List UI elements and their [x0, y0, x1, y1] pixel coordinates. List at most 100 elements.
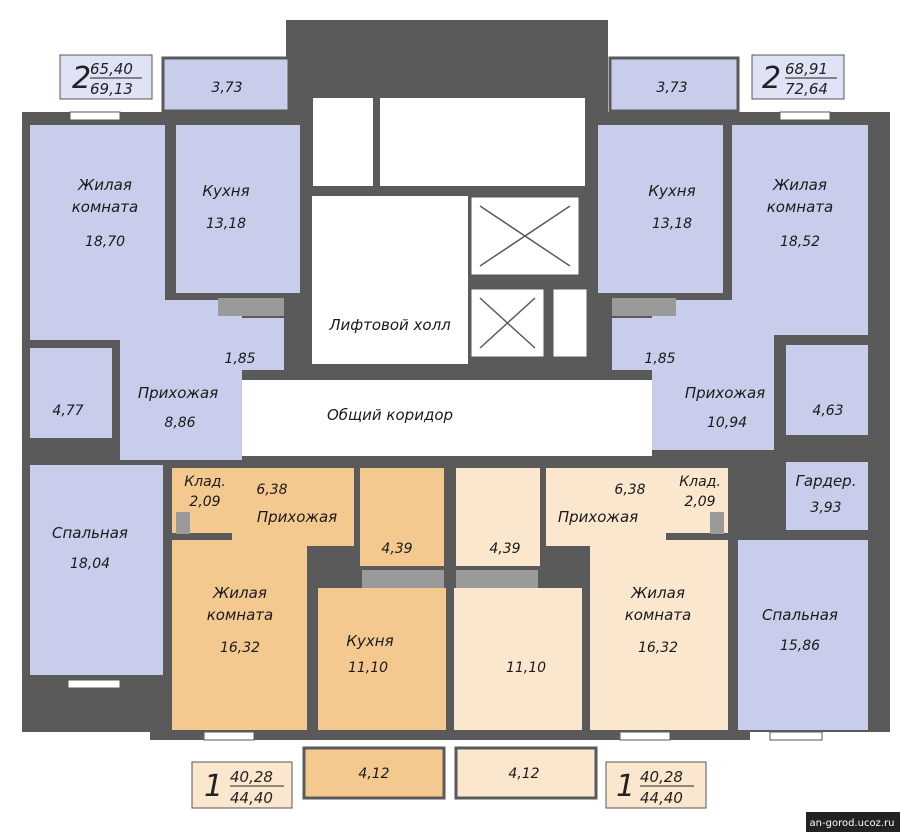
tr-kitchen-area: 13,18 [652, 216, 692, 232]
badge-bottom-left: 1 40,28 44,40 [191, 761, 293, 809]
shaft-small [550, 286, 590, 360]
br-bath-area: 4,39 [489, 541, 520, 557]
tl-wc [218, 318, 284, 370]
tl-living-area: 18,70 [85, 234, 125, 250]
tr-balcony [608, 56, 740, 113]
badge-top-right: 2 68,91 72,64 [751, 54, 845, 100]
br-hall-area: 6,38 [614, 482, 645, 498]
br-kitchen-area: 11,10 [506, 660, 546, 676]
bl-kitchen-label: Кухня [346, 632, 393, 650]
bl-storage-area: 2,09 [189, 494, 220, 510]
tr-wc-area: 1,85 [644, 351, 675, 367]
tl-balcony-area: 3,73 [211, 80, 242, 96]
lift-hall-label: Лифтовой холл [328, 316, 451, 334]
tr-kitchen-label: Кухня [648, 182, 695, 200]
br-bath [456, 468, 540, 566]
tr-hall-label: Прихожая [685, 384, 765, 402]
br-storage-label: Клад. [679, 474, 721, 490]
tr-balcony-area: 3,73 [656, 80, 687, 96]
apartment-bottom-left [172, 468, 446, 800]
bl-hall-label: Прихожая [257, 508, 337, 526]
bl-balcony [302, 746, 446, 800]
badge-br-total: 44,40 [640, 789, 683, 807]
badge-bl-rooms: 1 [204, 769, 223, 804]
corridor-label: Общий коридор [327, 406, 453, 424]
br-living-label2: комната [625, 606, 691, 624]
badge-top-left: 2 65,40 69,13 [59, 54, 153, 100]
apartment-top-right [598, 56, 868, 730]
tl-living-label2: комната [72, 198, 138, 216]
tr-hall [652, 300, 774, 450]
tr-hall-area: 10,94 [707, 415, 747, 431]
bl-living-area: 16,32 [220, 640, 260, 656]
badge-bl-living: 40,28 [230, 768, 273, 786]
bl-balcony-area: 4,12 [358, 766, 389, 782]
tl-hall-area: 8,86 [164, 415, 195, 431]
tr-living-label1: Жилая [772, 176, 827, 194]
badge-tr-rooms: 2 [762, 61, 781, 96]
badge-bl-total: 44,40 [230, 789, 273, 807]
tl-living-label1: Жилая [77, 176, 132, 194]
br-hall [546, 468, 666, 546]
fixtures [176, 298, 724, 588]
tl-bedroom [30, 465, 163, 675]
br-living-label1: Жилая [630, 584, 685, 602]
bl-kitchen-area: 11,10 [348, 660, 388, 676]
br-storage-area: 2,09 [684, 494, 715, 510]
bl-storage-label: Клад. [184, 474, 226, 490]
room-labels: 3,73 Жилая комната 18,70 Кухня 13,18 1,8… [52, 80, 856, 782]
lift-hall [312, 196, 468, 364]
badge-br-living: 40,28 [640, 768, 683, 786]
tr-wardrobe-area: 3,93 [810, 500, 841, 516]
bl-living-label2: комната [207, 606, 273, 624]
tr-wardrobe [786, 462, 868, 530]
tl-bath [30, 348, 112, 438]
tl-bedroom-label: Спальная [52, 524, 128, 542]
br-living [590, 540, 728, 730]
bl-living-label1: Жилая [212, 584, 267, 602]
tl-hall-label: Прихожая [138, 384, 218, 402]
br-hall-label: Прихожая [558, 508, 638, 526]
badge-tl-living: 65,40 [90, 60, 133, 78]
bl-living [172, 540, 307, 730]
tr-living-label2: комната [767, 198, 833, 216]
tl-wc-area: 1,85 [224, 351, 255, 367]
bl-bath-area: 4,39 [381, 541, 412, 557]
tl-balcony [161, 56, 291, 113]
bl-bath [360, 468, 444, 566]
br-kitchen [454, 588, 582, 730]
br-balcony [454, 746, 598, 800]
tr-bath-area: 4,63 [812, 403, 843, 419]
corridor [242, 380, 652, 456]
tl-bedroom-area: 18,04 [70, 556, 110, 572]
badge-tl-total: 69,13 [90, 80, 133, 98]
watermark: an-gorod.ucoz.ru [806, 812, 900, 832]
tl-bath-area: 4,77 [52, 403, 83, 419]
tr-wardrobe-label: Гардер. [796, 472, 857, 490]
badge-bottom-right: 1 40,28 44,40 [605, 761, 707, 809]
apartment-bottom-right [454, 468, 728, 800]
badge-tl-rooms: 2 [72, 61, 91, 96]
tr-bedroom-label: Спальная [762, 606, 838, 624]
badge-tr-total: 72,64 [785, 80, 828, 98]
tl-kitchen-area: 13,18 [206, 216, 246, 232]
badge-tr-living: 68,91 [785, 60, 828, 78]
central-core [242, 98, 652, 456]
tl-kitchen [176, 125, 300, 293]
apartment-top-left [30, 56, 300, 675]
watermark-text: an-gorod.ucoz.ru [810, 818, 895, 829]
tr-bedroom [738, 540, 868, 730]
stair-shaft [380, 98, 585, 186]
bl-hall [232, 468, 354, 546]
tr-bedroom-area: 15,86 [780, 638, 820, 654]
tr-kitchen [598, 125, 723, 293]
windows [67, 111, 831, 741]
bl-kitchen [318, 588, 446, 730]
tl-kitchen-label: Кухня [202, 182, 249, 200]
badge-br-rooms: 1 [616, 769, 635, 804]
stair-left [313, 98, 373, 186]
tr-bath [786, 345, 868, 435]
br-balcony-area: 4,12 [508, 766, 539, 782]
bl-hall-area: 6,38 [256, 482, 287, 498]
